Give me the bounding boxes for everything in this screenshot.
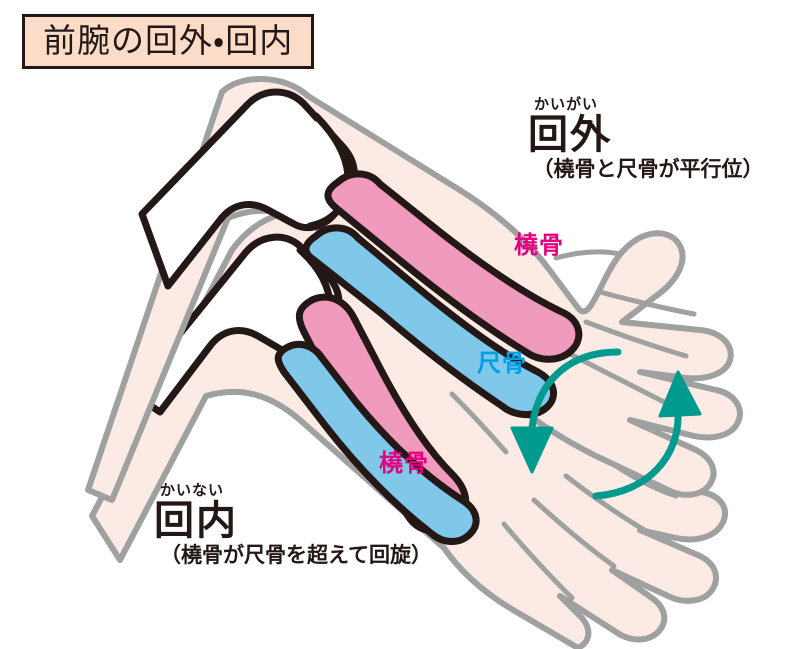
pronation-note: （橈骨が尺骨を超えて回旋）	[160, 543, 432, 567]
pronated-hand-finger-line-2	[563, 473, 651, 535]
arrow-curved-up-icon-head	[658, 370, 702, 418]
supinated-hand-finger-line-1	[597, 289, 697, 317]
supinated-arm-group	[85, 75, 743, 503]
arrow-curved-down-icon-shaft	[528, 348, 622, 432]
supinated-radius-bone	[324, 170, 583, 363]
pronated-arm-group	[89, 208, 729, 649]
ulna-label-supination: 尺骨	[477, 349, 527, 377]
rotation-arrows-group	[510, 348, 702, 500]
pronated-hand-finger-line-4	[501, 521, 575, 601]
arrow-curved-down-icon-head	[510, 426, 554, 474]
supination-furigana: かいがい	[534, 95, 599, 113]
radius-label-supination: 橈骨	[514, 231, 564, 259]
pronated-hand-finger-line-3	[531, 497, 617, 569]
supinated-thumb-crease	[553, 249, 623, 261]
pronation-furigana: かいない	[160, 481, 225, 499]
pronated-ulna-bone	[274, 340, 480, 545]
supination-note: （橈骨と尺骨が平行位）	[532, 157, 764, 181]
pronation-title: 回内	[154, 498, 238, 544]
supination-title: 回外	[528, 112, 612, 158]
page-title: 前腕の回外・回内	[43, 20, 294, 60]
page-title-box: 前腕の回外・回内	[22, 14, 315, 69]
supinated-ulna-bone	[302, 224, 557, 418]
pronation-term-block: かいない 回内 （橈骨が尺骨を超えて回旋）	[136, 481, 456, 568]
radius-label-pronation: 橈骨	[379, 449, 429, 477]
pronated-wrist-crease	[449, 391, 509, 455]
arrow-curved-up-icon-shaft	[592, 408, 682, 500]
supination-term-block: かいがい 回外 （橈骨と尺骨が平行位）	[498, 95, 798, 182]
supinated-hand-finger-line-2	[583, 319, 689, 359]
